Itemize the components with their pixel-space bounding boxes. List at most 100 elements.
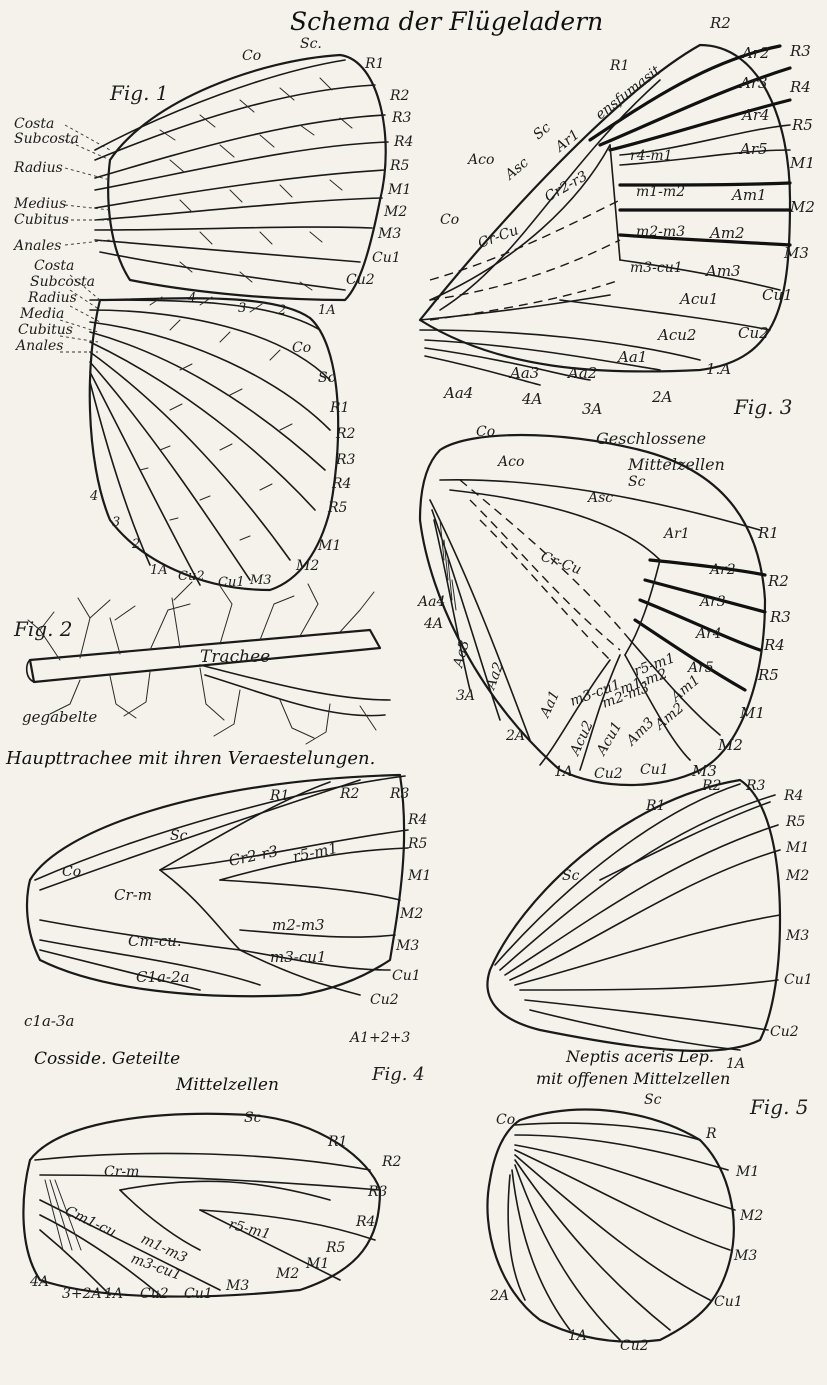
fig1-lower-costa: Costa — [34, 258, 74, 274]
fig4-u-cu1: Cu1 — [392, 968, 421, 984]
fig4-u-crm: Cr-m — [114, 886, 152, 904]
fig3-u-co: Co — [440, 212, 459, 228]
fig3-lower-title-1: Geschlossene — [596, 429, 706, 448]
fig1-label-medius: Medius — [13, 196, 66, 212]
fig3-lower-right-labels: R1 R2 R3 R4 R5 M1 M2 M3 — [691, 524, 791, 780]
fig3-u-sc: Sc — [530, 120, 554, 144]
fig2-trachee-label: Trachee — [200, 647, 270, 667]
fig3-u-r4m1: r4-m1 — [630, 148, 673, 164]
fig5-l-r: R — [705, 1126, 717, 1142]
fig3-u-r2: R2 — [709, 14, 731, 32]
fig5-u-sc: Sc — [562, 868, 580, 884]
fig1-lower-1a: 1A — [150, 563, 168, 578]
fig3-l-2a: 2A — [505, 728, 525, 744]
fig4-u-cu2: Cu2 — [370, 992, 399, 1008]
fig4-u-r5: R5 — [407, 836, 428, 852]
fig3-u-cu2: Cu2 — [738, 324, 769, 342]
fig3-u-ar1: Ar1 — [551, 127, 583, 157]
fig4-l-r3: R3 — [367, 1184, 388, 1200]
fig3-u-acu1: Acu1 — [678, 290, 718, 308]
fig1-cu1: Cu1 — [372, 250, 401, 266]
fig5-l-cu1: Cu1 — [714, 1294, 743, 1310]
fig5-l-m2: M2 — [739, 1208, 763, 1224]
fig4-u-a123: A1+2+3 — [348, 1030, 410, 1046]
fig4-u-m2: M2 — [399, 906, 423, 922]
fig3-u-r3: R3 — [789, 42, 811, 60]
fig5-lower-labels: Co Sc R M1 M2 M3 Cu1 Cu2 1A 2A — [489, 1092, 763, 1354]
fig5-l-1a: 1A — [568, 1328, 587, 1344]
fig3-u-2a: 2A — [651, 388, 673, 406]
fig1-lower-radius: Radius — [27, 290, 77, 306]
fig5-upper-labels: Sc R1 R2 R3 R4 R5 M1 M2 M3 Cu1 Cu2 1A — [562, 778, 813, 1072]
fig1-top-co: Co — [242, 48, 261, 64]
fig4-u-r5m1: r5-m1 — [291, 839, 339, 866]
fig3-l-r2: R2 — [767, 572, 789, 590]
fig1-r5: R5 — [389, 158, 410, 174]
fig1-lower-r5: R5 — [327, 500, 348, 516]
fig3-l-co: Co — [476, 424, 495, 440]
fig5-u-m2: M2 — [785, 868, 809, 884]
fig2-label: Fig. 2 — [13, 617, 73, 641]
fig4-label: Fig. 4 — [371, 1064, 425, 1085]
fig1-m1: M1 — [387, 182, 411, 198]
fig1-lower-wing — [60, 275, 338, 590]
fig3-u-r5: R5 — [791, 116, 813, 134]
fig1-lower-anales: Anales — [14, 338, 63, 354]
fig1-lower-left-labels: Costa Subcosta Radius Media Cubitus Anal… — [14, 258, 95, 354]
fig4-u-co: Co — [62, 864, 81, 880]
fig4-u-c1a3a: c1a-3a — [24, 1012, 74, 1030]
fig4-l-r4: R4 — [355, 1214, 375, 1230]
fig1-b3: 3 — [238, 301, 246, 316]
fig1-label-costa: Costa — [14, 116, 54, 132]
fig5-l-cu2: Cu2 — [620, 1338, 649, 1354]
fig4-lower-labels: Sc R1 R2 R3 R4 R5 M1 M2 M3 Cu1 Cu2 1A 3+… — [29, 1110, 402, 1302]
fig1-lower-2: 2 — [131, 537, 140, 552]
fig5-u-cu1: Cu1 — [784, 972, 813, 988]
fig1-b1a: 1A — [318, 303, 336, 318]
fig4-l-r1: R1 — [327, 1134, 347, 1150]
fig1-label-cubitus: Cubitus — [14, 212, 69, 228]
fig4-l-sc: Sc — [244, 1110, 262, 1126]
fig4-upper-wing — [27, 775, 408, 996]
fig3-l-ar3: Ar3 — [698, 594, 726, 610]
fig4-u-cmcu: Cm-cu. — [128, 932, 182, 950]
fig3-upper-wing — [420, 45, 790, 385]
fig1-lower-subcosta: Subcosta — [30, 274, 95, 290]
fig4-u-m3: M3 — [395, 938, 419, 954]
fig3-u-m1m2: m1-m2 — [636, 184, 685, 200]
fig3-l-aa1: Aa1 — [536, 688, 563, 721]
fig3-u-ar3: Ar3 — [738, 74, 768, 92]
fig4-u-sc: Sc — [170, 828, 188, 844]
fig1-lower-cubitus: Cubitus — [18, 322, 73, 338]
fig1-label: Fig. 1 — [109, 81, 169, 105]
fig5-l-m1: M1 — [735, 1164, 759, 1180]
fig5-label: Fig. 5 — [749, 1095, 809, 1119]
fig5-u-m3: M3 — [785, 928, 809, 944]
fig5-u-r1: R1 — [645, 798, 665, 814]
fig4-l-m2: M2 — [275, 1266, 299, 1282]
fig3-l-ar4: Ar4 — [694, 626, 722, 642]
fig1-lower-r2: R2 — [335, 426, 356, 442]
fig3-u-am3: Am3 — [704, 262, 741, 280]
fig5-caption-2: mit offenen Mittelzellen — [536, 1069, 730, 1088]
fig3-u-acu2: Acu2 — [656, 326, 696, 344]
fig5-u-cu2: Cu2 — [770, 1024, 799, 1040]
fig3-u-3a: 3A — [582, 400, 603, 418]
fig1-label-anales: Anales — [12, 238, 61, 254]
fig3-u-aa3: Aa3 — [508, 364, 539, 382]
fig3-l-crcu: Cr-Cu — [539, 549, 584, 578]
fig3-l-asc: Asc — [586, 490, 613, 506]
fig3-u-ar4: Ar4 — [740, 106, 770, 124]
fig3-u-am1: Am1 — [730, 186, 767, 204]
fig1-lower-r1: R1 — [329, 400, 349, 416]
fig4-l-r5: R5 — [325, 1240, 346, 1256]
fig1-lower-co: Co — [292, 340, 311, 356]
fig3-u-aco: Aco — [466, 152, 494, 168]
fig3-l-am2: Am2 — [651, 700, 688, 734]
fig1-lower-m3: M3 — [249, 573, 272, 588]
fig3-u-m2: M2 — [789, 198, 815, 216]
fig3-l-aco: Aco — [496, 454, 524, 470]
fig4-u-r1: R1 — [269, 788, 289, 804]
fig4-l-r2: R2 — [381, 1154, 402, 1170]
fig3-u-cu1: Cu1 — [762, 286, 793, 304]
